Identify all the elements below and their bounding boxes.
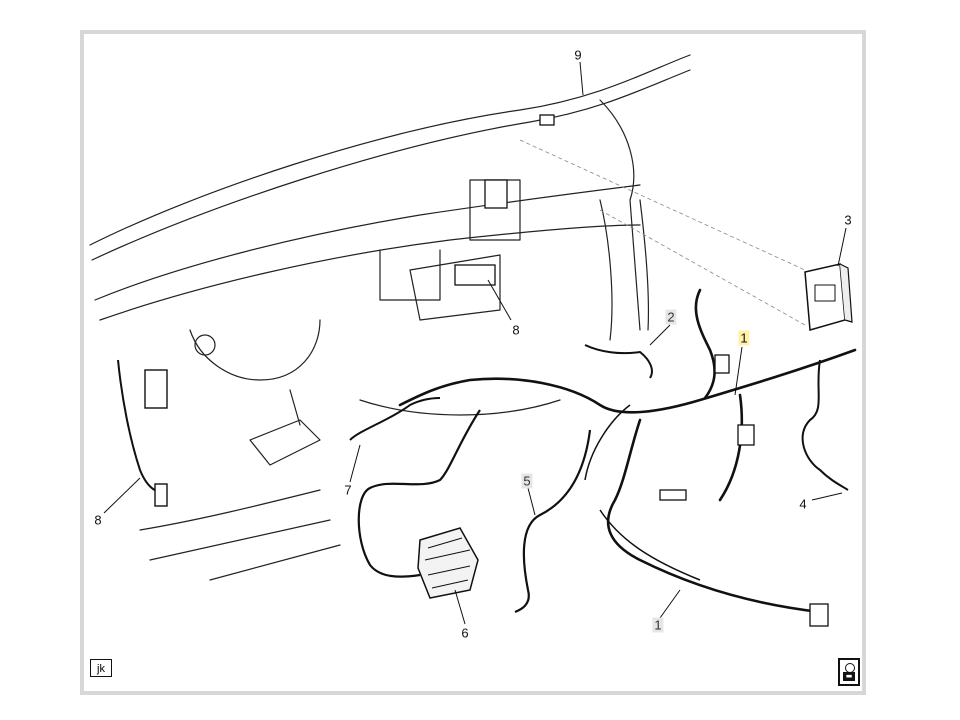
main-harness-1 <box>398 348 857 414</box>
harness-7 <box>349 397 441 441</box>
harness-5 <box>514 429 592 614</box>
pedal-assembly <box>249 419 321 466</box>
fuse-block-6 <box>417 527 479 599</box>
dash-panel <box>94 184 641 301</box>
callout-8-center: 8 <box>512 322 520 338</box>
callout-7: 7 <box>344 482 352 498</box>
floor-pan <box>139 489 341 581</box>
callout-4: 4 <box>799 496 807 512</box>
figure-code-label: jk <box>90 659 112 677</box>
harness-4 <box>801 359 849 491</box>
lubrication-symbol-icon: ▬ <box>838 658 860 686</box>
diagram-sheet <box>80 30 866 695</box>
callout-8-left: 8 <box>94 512 102 528</box>
callout-1-upper: 1 <box>738 330 750 346</box>
callout-1-lower: 1 <box>652 617 664 633</box>
callout-6: 6 <box>461 625 469 641</box>
module-3-box <box>804 263 853 331</box>
harness-2 <box>584 344 653 379</box>
callout-9: 9 <box>574 47 582 63</box>
callout-3: 3 <box>844 212 852 228</box>
cowl-outline <box>89 54 691 246</box>
callout-5: 5 <box>521 473 533 489</box>
callout-2: 2 <box>665 309 677 325</box>
